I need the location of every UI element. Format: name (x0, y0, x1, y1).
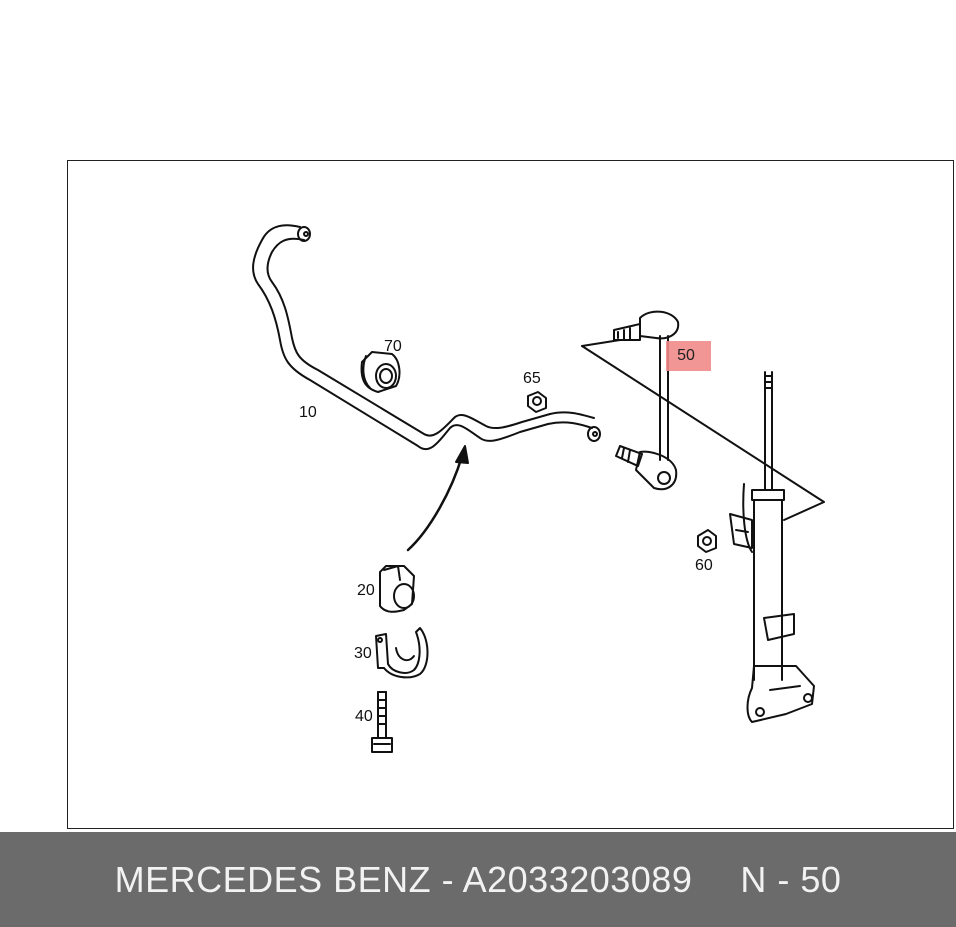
highlight-box (666, 341, 711, 371)
callout-10[interactable]: 10 (299, 404, 317, 421)
footer-bar: MERCEDES BENZ - A2033203089 N - 50 (0, 832, 956, 927)
diagram-frame (67, 160, 954, 829)
callout-40[interactable]: 40 (355, 708, 373, 725)
callout-60[interactable]: 60 (695, 557, 713, 574)
assembly-arrow (406, 445, 469, 552)
footer-position: N - 50 (740, 858, 842, 900)
stabilizer-bar (252, 224, 601, 451)
bearing-bushing-20 (379, 565, 415, 613)
footer-part-number: MERCEDES BENZ - A2033203089 (114, 858, 693, 900)
bar-bushing (360, 351, 401, 393)
nut-60 (697, 529, 717, 553)
callout-70[interactable]: 70 (384, 338, 402, 355)
callout-65[interactable]: 65 (523, 370, 541, 387)
callout-30[interactable]: 30 (354, 645, 372, 662)
shock-absorber (729, 371, 815, 723)
bolt-40 (371, 691, 393, 753)
stabilizer-link-50 (581, 310, 825, 521)
clamp-30 (375, 627, 429, 679)
callout-50[interactable]: 50 (677, 347, 695, 364)
nut-65 (527, 391, 547, 413)
callout-20[interactable]: 20 (357, 582, 375, 599)
